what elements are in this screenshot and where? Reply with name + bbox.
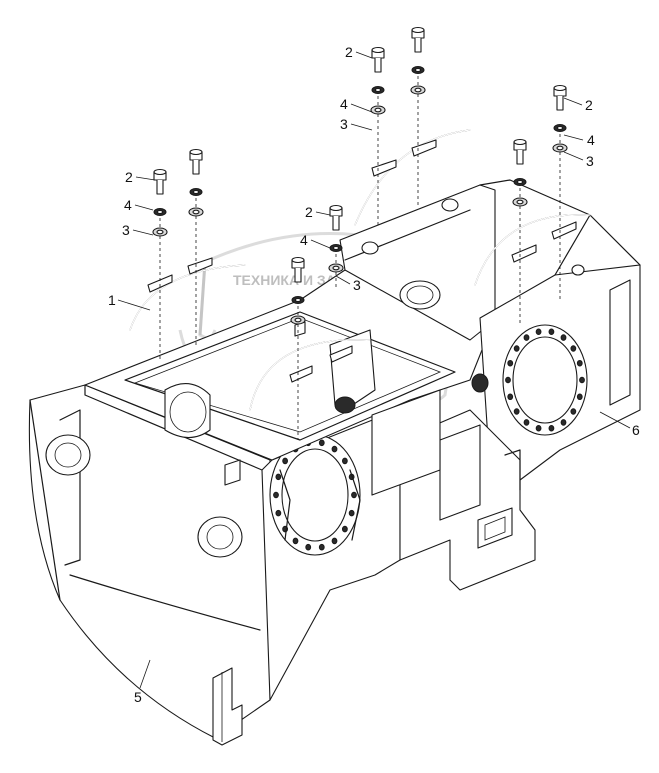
bolt-hole [348, 509, 355, 517]
bolt-hole [292, 537, 299, 545]
callout-2b: 2 [345, 44, 353, 60]
bolt-hole [560, 334, 567, 341]
callout-3b: 3 [340, 116, 348, 132]
bolt-hole [275, 509, 282, 517]
bolt-hole [351, 491, 357, 499]
bolt-hole [579, 376, 585, 384]
flange-bolt-holes-right [505, 328, 585, 432]
bolt-hole [535, 424, 542, 432]
callout-3a: 3 [122, 222, 130, 238]
bolt-hole [505, 376, 511, 384]
callout-4d: 4 [587, 132, 595, 148]
bolt-hole [560, 419, 567, 426]
bolt-washer-stack [328, 204, 344, 290]
bolt-washer-stack [152, 168, 168, 360]
callout-5: 5 [134, 689, 142, 705]
callout-3c: 3 [353, 277, 361, 293]
bolt-hole [513, 345, 520, 352]
bolt-washer-stack [290, 256, 306, 440]
callout-4a: 4 [124, 197, 132, 213]
bolt-hole [318, 439, 325, 447]
callout-4c: 4 [300, 232, 308, 248]
bolt-hole [282, 457, 289, 465]
callout-3d: 3 [586, 153, 594, 169]
bolt-hole [548, 424, 555, 432]
bolt-hole [318, 543, 325, 551]
bolt-hole [570, 408, 577, 415]
bolt-hole [275, 473, 282, 481]
callout-4b: 4 [340, 96, 348, 112]
bolt-hole [331, 445, 338, 453]
bolt-hole [331, 537, 338, 545]
bolt-hole [535, 328, 542, 336]
bolt-hole [523, 334, 530, 341]
bolt-hole [341, 525, 348, 533]
bolt-hole [513, 408, 520, 415]
bolt-hole [523, 419, 530, 426]
callout-labels: 1 2 2 2 2 3 3 3 3 4 4 4 4 5 6 [108, 44, 640, 705]
fastener-stacks [152, 26, 568, 440]
callout-1: 1 [108, 292, 116, 308]
bolt-washer-stack [410, 26, 426, 205]
bolt-washer-stack [188, 148, 204, 345]
callout-2c: 2 [305, 204, 313, 220]
hose-clamps [129, 129, 591, 411]
bolt-washer-stack [512, 138, 528, 325]
frame-body [28, 179, 641, 746]
bolt-hole [341, 457, 348, 465]
bolt-washer-stack [370, 46, 386, 225]
bolt-hole [507, 359, 514, 367]
bolt-hole [273, 491, 279, 499]
bolt-hole [570, 345, 577, 352]
bolt-hole [576, 393, 583, 401]
bolt-hole [305, 543, 312, 551]
callout-2a: 2 [125, 169, 133, 185]
callout-6: 6 [632, 422, 640, 438]
bolt-washer-stack [552, 84, 568, 300]
bolt-hole [576, 359, 583, 367]
callout-2d: 2 [585, 97, 593, 113]
bolt-hole [548, 328, 555, 336]
leader-lines [117, 51, 631, 689]
bolt-hole [507, 393, 514, 401]
